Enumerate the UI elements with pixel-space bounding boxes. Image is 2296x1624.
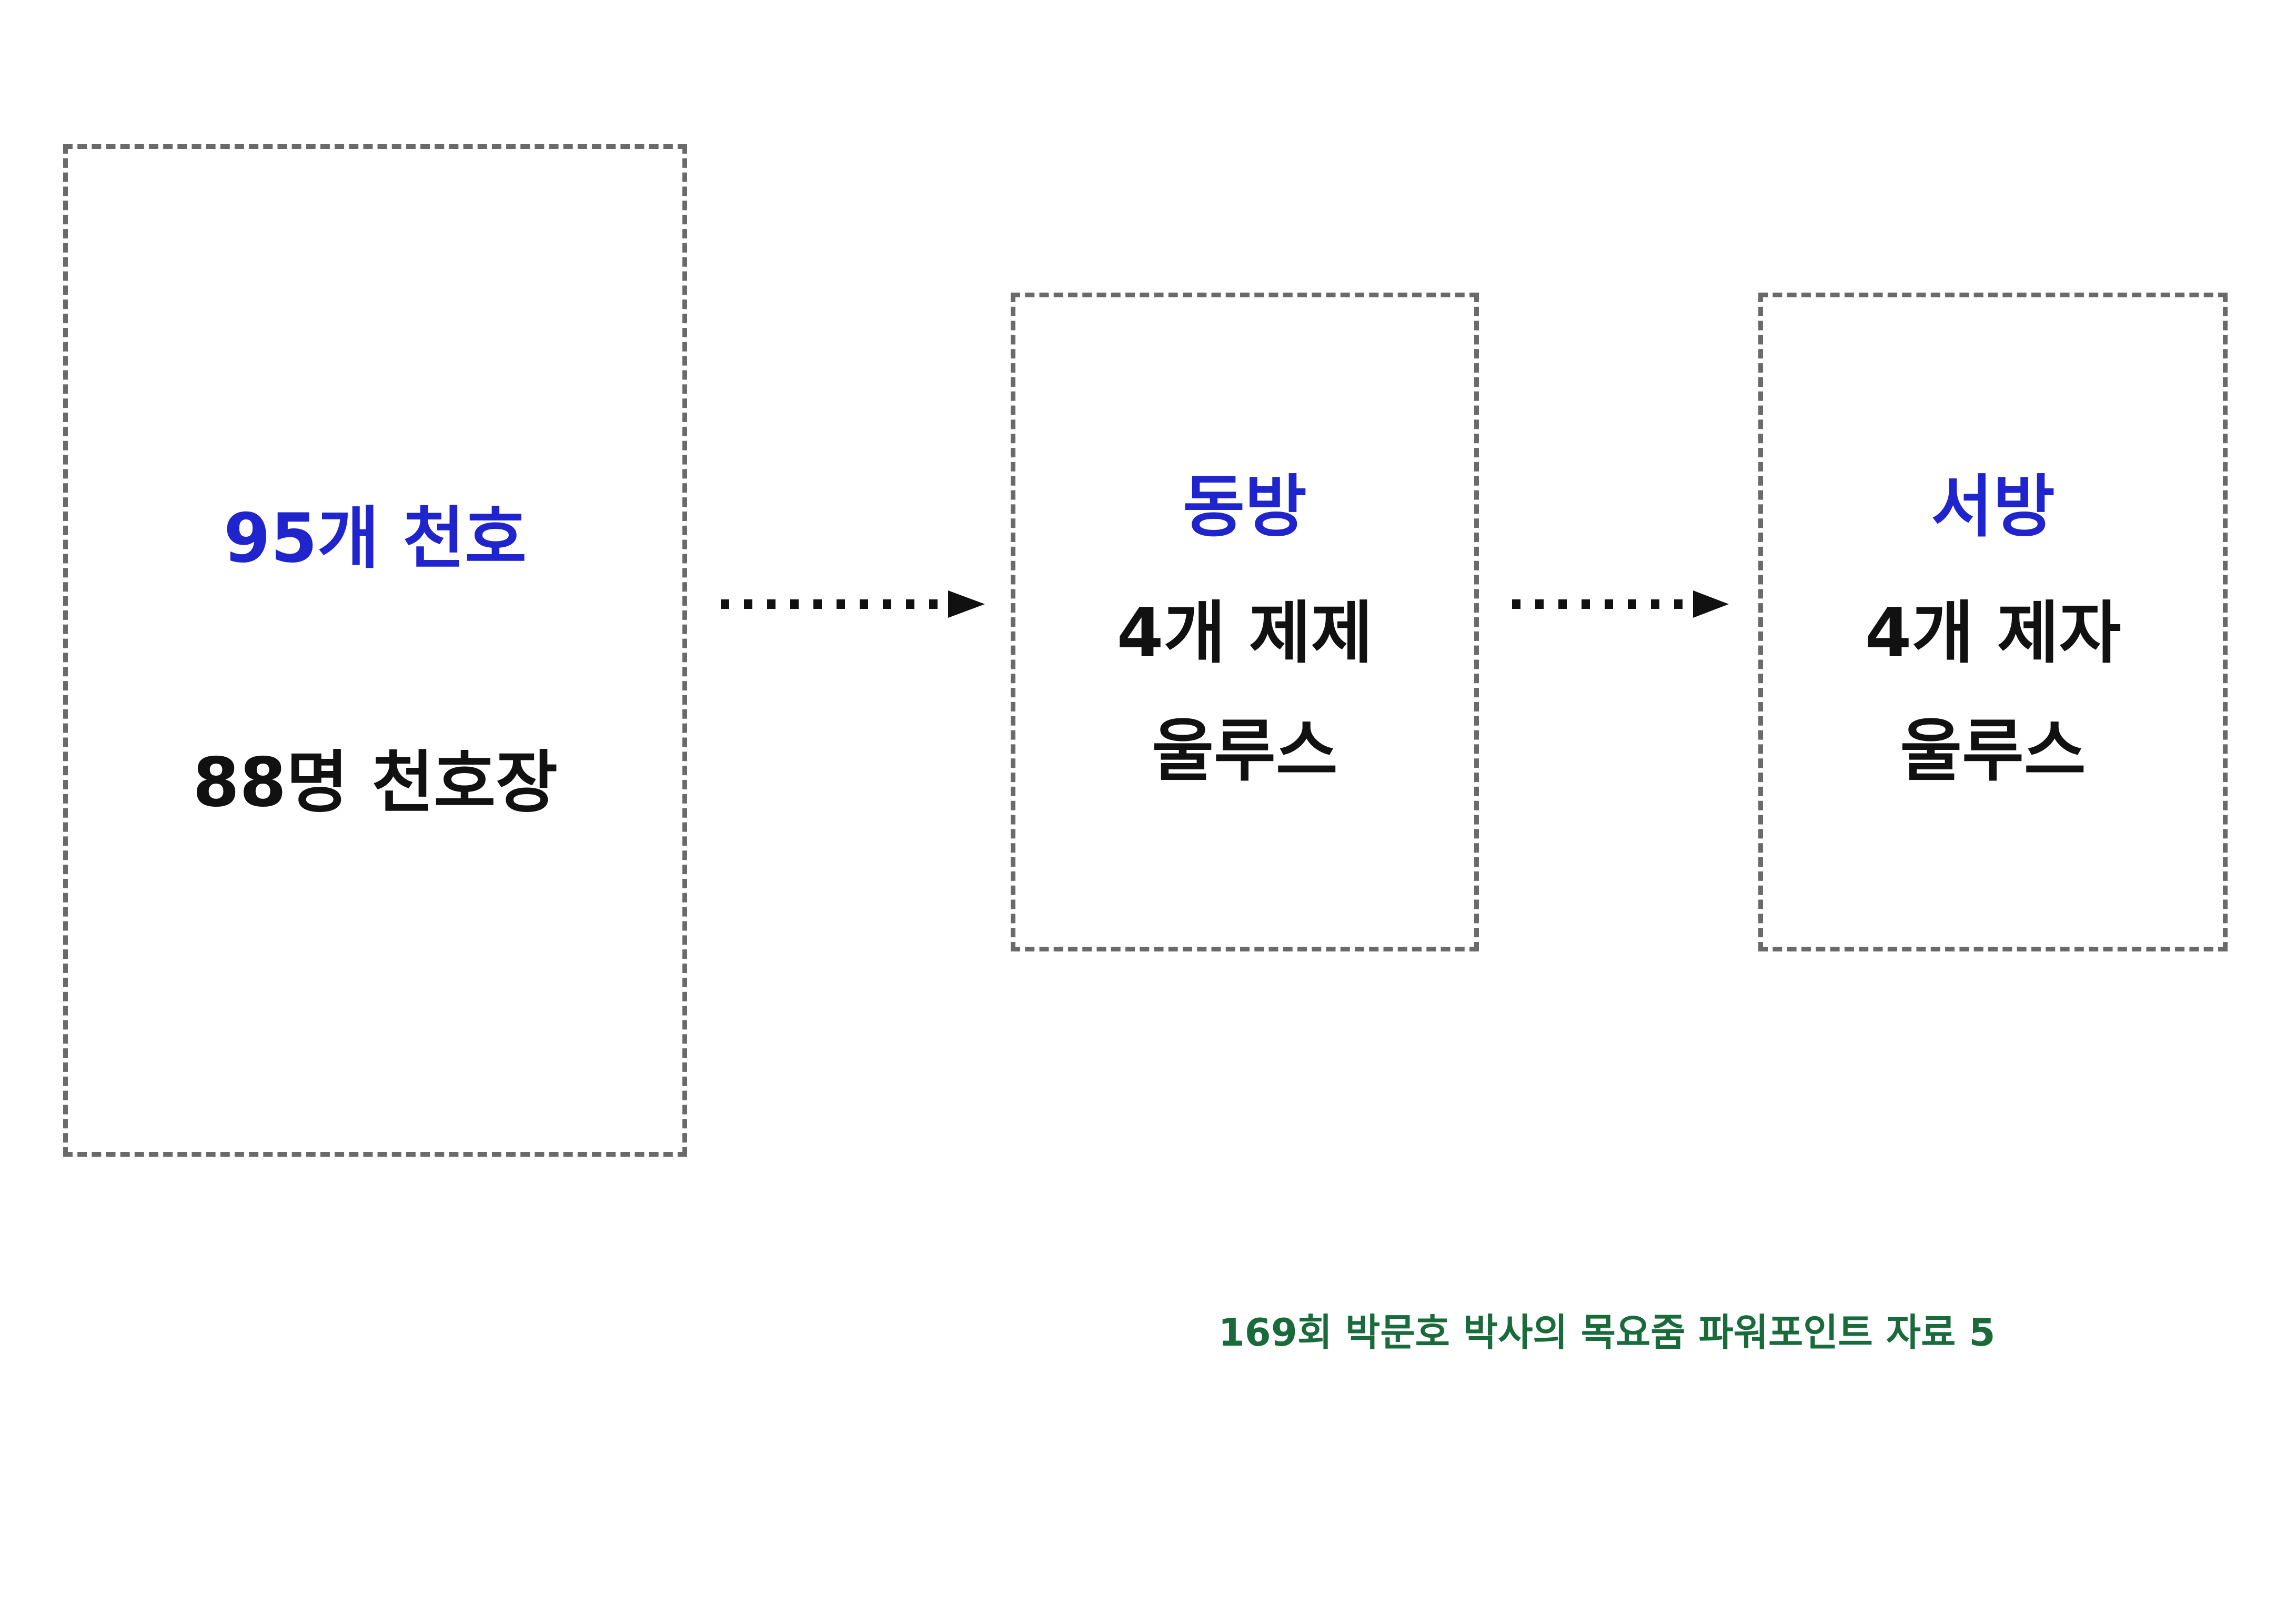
left-box-title: 95개 천호 bbox=[224, 499, 527, 578]
left-box-subtitle: 88명 천호장 bbox=[193, 744, 558, 822]
dotted-arrow-icon bbox=[721, 590, 985, 618]
source-caption: 169회 박문호 박사의 목요줌 파워포인트 자료 5 bbox=[1218, 1310, 1996, 1355]
west-box-line1: 4개 제자 bbox=[1865, 594, 2121, 673]
west-box-line2: 울루스 bbox=[1900, 712, 2086, 790]
west-box bbox=[1758, 293, 2228, 951]
east-box-title: 동방 bbox=[1183, 468, 1307, 546]
west-box-title: 서방 bbox=[1931, 468, 2055, 546]
dotted-arrow-icon bbox=[1512, 590, 1729, 618]
east-box bbox=[1011, 293, 1479, 951]
left-box-thousand-units bbox=[63, 144, 687, 1157]
east-box-line1: 4개 제제 bbox=[1116, 594, 1373, 673]
east-box-line2: 울루스 bbox=[1152, 712, 1338, 790]
